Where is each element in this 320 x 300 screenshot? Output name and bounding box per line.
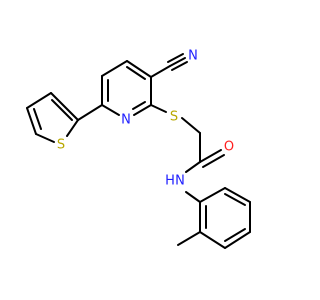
bonds [26, 53, 251, 249]
bond-th-c3-c2 [50, 92, 79, 121]
amide-hydrogen-label: H [165, 174, 175, 189]
bond-tol-c5-c6-inner [224, 193, 246, 206]
thioether-sulfur-label: S [170, 110, 178, 125]
bond-th-c5-c4-inner [33, 108, 42, 130]
bond-s-ch2 [181, 117, 201, 134]
bond-pyr-c3-c4 [126, 60, 152, 78]
bond-carbonyl-o-1 [199, 149, 222, 163]
carbonyl-oxygen: O [224, 140, 234, 155]
bond-carbonyl-n [185, 161, 201, 173]
bond-tol-c3-c4-inner [224, 228, 246, 242]
nitrile-nitrogen: N [188, 49, 198, 64]
pyridine-nitrogen: N [121, 113, 131, 128]
bond-n-aryl [185, 191, 201, 203]
amide-nitrogen: N H [165, 174, 185, 189]
bond-carbonyl-o-2 [202, 154, 225, 168]
atom-labels: N N S S O N H [57, 49, 234, 189]
bond-pyr-n1-c2 [133, 104, 152, 116]
bond-tol-methyl [177, 231, 201, 246]
bond-th-c3-c2-inner [51, 99, 73, 121]
carbonyl-oxygen-label: O [224, 140, 234, 155]
bond-pyr-n1-c2-inner [132, 101, 146, 110]
bond-pyr-c3-c4-inner [126, 66, 146, 80]
bond-th-s-c5 [35, 133, 55, 143]
bond-th-c5-c4 [26, 107, 37, 135]
thiophene-sulfur: S [57, 138, 65, 153]
bond-tol-c6-c1 [199, 187, 226, 203]
bond-nitrile-triple-3 [171, 61, 188, 71]
bond-tol-c2-c3 [199, 231, 226, 249]
bond-tol-c5-c6 [224, 187, 251, 203]
molecule-structure: N N S S O N H [26, 49, 251, 249]
bond-c2-s-thioether [150, 104, 167, 113]
bond-th-c2-s [66, 119, 79, 137]
pyridine-nitrogen-label: N [121, 113, 131, 128]
bond-nitrile-triple-1 [169, 57, 186, 67]
bond-nitrile-c-ring [150, 65, 171, 78]
bond-pyr-thiophene [77, 104, 103, 121]
thioether-sulfur: S [170, 110, 178, 125]
nitrile-nitrogen-label: N [188, 49, 198, 64]
bond-nitrile-triple-2 [167, 53, 184, 63]
amide-nitrogen-label: N [175, 174, 185, 189]
bond-pyr-c6-n1 [101, 104, 120, 116]
bond-pyr-c4-c5 [101, 60, 128, 77]
bond-tol-c3-c4 [224, 231, 251, 249]
bond-th-c4-c3 [26, 92, 52, 109]
thiophene-sulfur-label: S [57, 138, 65, 153]
